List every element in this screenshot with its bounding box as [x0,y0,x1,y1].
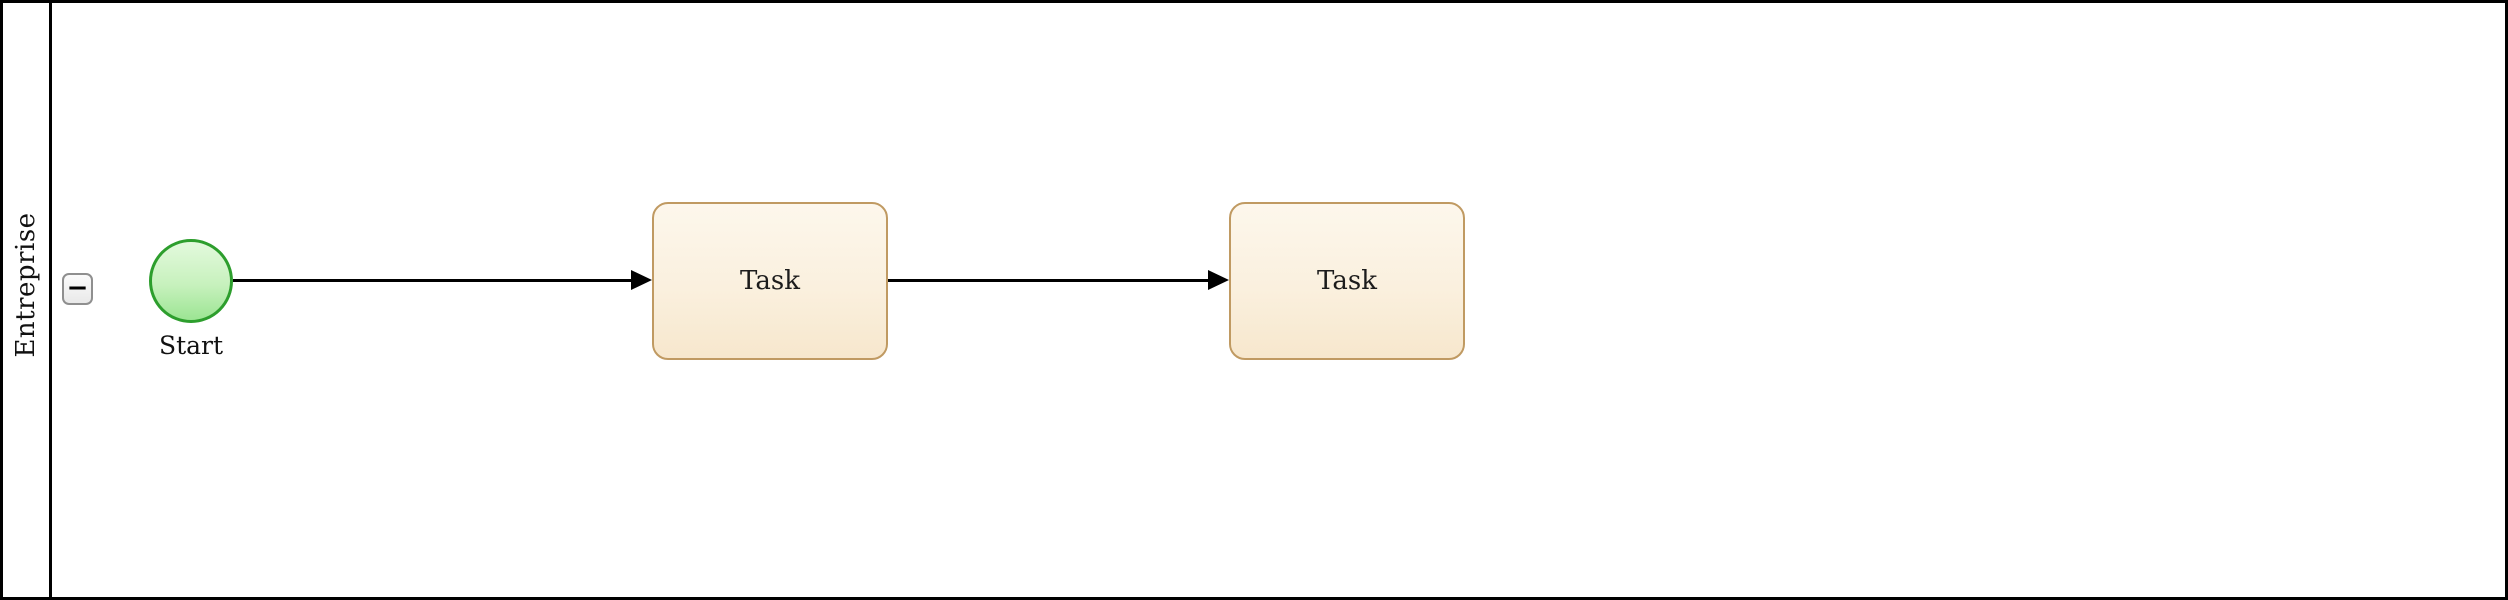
minus-icon: − [66,272,89,303]
pool-label: Entreprise [11,212,41,358]
start-event-label: Start [158,331,224,360]
task-label: Task [740,266,800,296]
task-label: Task [1317,266,1377,296]
pool-label-band[interactable]: Entreprise [3,3,52,597]
sequence-flow-2[interactable] [888,279,1208,282]
sequence-flow-1[interactable] [233,279,632,282]
start-event-node[interactable] [149,239,233,323]
pool-collapse-button[interactable]: − [62,273,93,305]
task-node-2[interactable]: Task [1229,202,1465,360]
task-node-1[interactable]: Task [652,202,888,360]
arrowhead-icon [1208,270,1229,290]
arrowhead-icon [631,270,652,290]
